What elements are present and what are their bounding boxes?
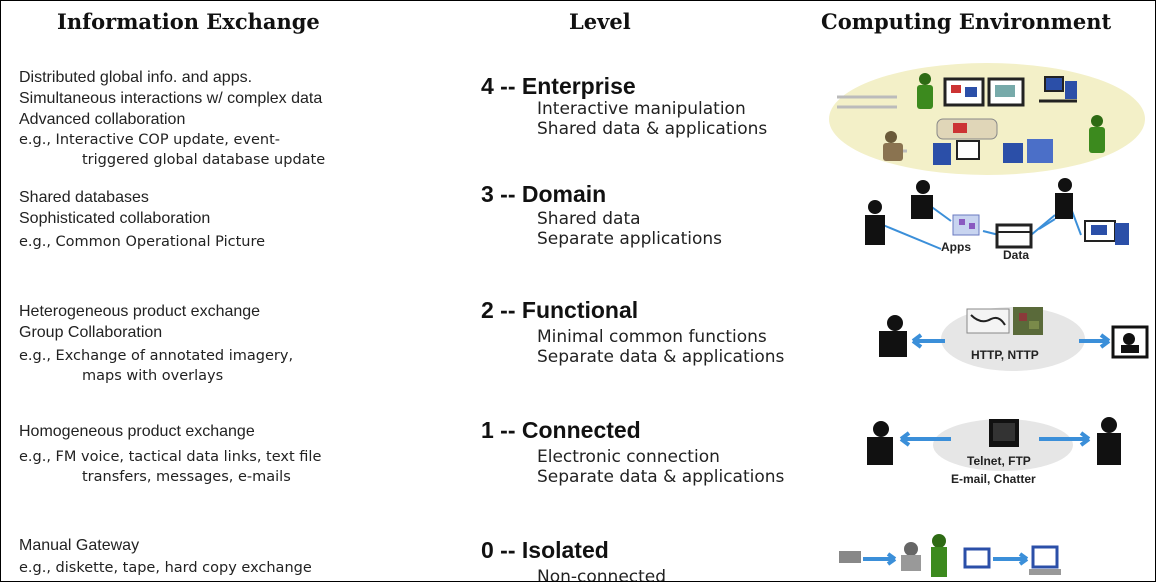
environment-functional: HTTP, NTTP (873, 301, 1153, 381)
computer-icon (987, 77, 1025, 107)
computer-icon (1029, 545, 1061, 575)
info-exchange-domain: Shared databases Sophisticated collabora… (19, 187, 479, 252)
level-title: 3 -- Domain (481, 181, 607, 207)
protocol-label: E-mail, Chatter (951, 472, 1036, 486)
info-line: Homogeneous product exchange (19, 423, 255, 440)
person-icon (917, 73, 933, 109)
arrow-icon (899, 431, 951, 447)
data-icon: Data (995, 223, 1033, 262)
level-desc: Separate data & applications (537, 467, 785, 487)
computer-icon (1111, 325, 1149, 359)
person-icon (865, 200, 885, 245)
apps-label: Apps (941, 240, 971, 254)
header-computing-environment: Computing Environment (821, 9, 1112, 34)
example-line: e.g., Interactive COP update, event- (19, 132, 281, 148)
level-title: 4 -- Enterprise (481, 73, 636, 99)
environment-isolated (835, 534, 1155, 581)
computer-icon (989, 419, 1019, 447)
domain-illustration: Apps Data (865, 178, 1129, 262)
computer-icon (943, 77, 985, 107)
computer-icon (1039, 76, 1077, 103)
arrow-icon (863, 552, 897, 566)
person-icon (883, 131, 903, 161)
level-desc: Separate data & applications (537, 347, 785, 367)
info-exchange-connected: Homogeneous product exchange e.g., FM vo… (19, 421, 479, 487)
computer-icon (1084, 220, 1129, 245)
info-line: Advanced collaboration (19, 111, 186, 128)
arrow-icon (993, 552, 1029, 566)
info-line: Shared databases (19, 189, 149, 206)
level-desc: Separate applications (537, 229, 723, 249)
arrow-icon (911, 333, 945, 349)
person-icon (931, 534, 947, 577)
environment-connected: Telnet, FTP E-mail, Chatter (863, 411, 1153, 495)
level-domain: 3 -- Domain Shared data Separate applica… (481, 181, 901, 249)
environment-domain: Apps Data (859, 178, 1149, 267)
protocol-label: Telnet, FTP (967, 454, 1031, 468)
connected-illustration: Telnet, FTP E-mail, Chatter (867, 417, 1121, 486)
person-icon (867, 421, 893, 465)
header-information-exchange: Information Exchange (57, 9, 320, 34)
info-exchange-enterprise: Distributed global info. and apps. Simul… (19, 67, 479, 170)
computer-icon (936, 118, 998, 140)
example-line: maps with overlays (82, 368, 224, 384)
computer-icon (933, 139, 1053, 165)
computer-icon (963, 547, 991, 569)
person-icon (1097, 417, 1121, 465)
isolated-illustration (839, 534, 1061, 577)
example-line: e.g., Common Operational Picture (19, 234, 266, 250)
level-connected: 1 -- Connected Electronic connection Sep… (481, 417, 901, 487)
level-title: 0 -- Isolated (481, 537, 609, 563)
info-line: Manual Gateway (19, 537, 140, 554)
level-desc: Electronic connection (537, 447, 720, 467)
info-line: Distributed global info. and apps. (19, 69, 253, 86)
info-line: Sophisticated collaboration (19, 210, 211, 227)
level-desc: Non-connected (537, 567, 667, 582)
level-enterprise: 4 -- Enterprise Interactive manipulation… (481, 73, 901, 139)
level-title: 1 -- Connected (481, 417, 641, 443)
level-functional: 2 -- Functional Minimal common functions… (481, 297, 901, 367)
environment-enterprise (827, 59, 1147, 177)
level-desc: Shared data (537, 209, 641, 229)
disk-icon (839, 551, 861, 563)
example-line: e.g., Exchange of annotated imagery, (19, 348, 294, 364)
info-line: Group Collaboration (19, 324, 163, 341)
imagery-icon (1013, 307, 1043, 335)
person-icon (1055, 178, 1073, 219)
arrow-icon (1079, 333, 1111, 349)
level-desc: Interactive manipulation (537, 99, 746, 119)
level-desc: Minimal common functions (537, 327, 767, 347)
enterprise-illustration (829, 63, 1145, 175)
info-line: Heterogeneous product exchange (19, 303, 261, 320)
arrow-icon (1039, 431, 1091, 447)
example-line: e.g., diskette, tape, hard copy exchange (19, 560, 312, 576)
level-desc: Shared data & applications (537, 119, 768, 139)
data-label: Data (1003, 248, 1029, 262)
apps-icon: Apps (941, 214, 980, 254)
example-line: transfers, messages, e-mails (82, 469, 291, 485)
protocol-label: HTTP, NTTP (971, 348, 1039, 362)
person-icon (901, 542, 921, 571)
example-line: triggered global database update (82, 152, 326, 168)
info-exchange-functional: Heterogeneous product exchange Group Col… (19, 301, 479, 386)
example-line: e.g., FM voice, tactical data links, tex… (19, 449, 322, 465)
person-icon (911, 180, 933, 219)
functional-illustration: HTTP, NTTP (879, 307, 1149, 371)
level-isolated: 0 -- Isolated Non-connected (481, 537, 901, 582)
header-level: Level (569, 9, 631, 34)
map-icon (966, 308, 1010, 334)
person-icon (879, 315, 907, 357)
level-title: 2 -- Functional (481, 297, 639, 323)
info-exchange-isolated: Manual Gateway e.g., diskette, tape, har… (19, 535, 479, 578)
person-icon (1089, 115, 1105, 153)
info-line: Simultaneous interactions w/ complex dat… (19, 90, 323, 107)
